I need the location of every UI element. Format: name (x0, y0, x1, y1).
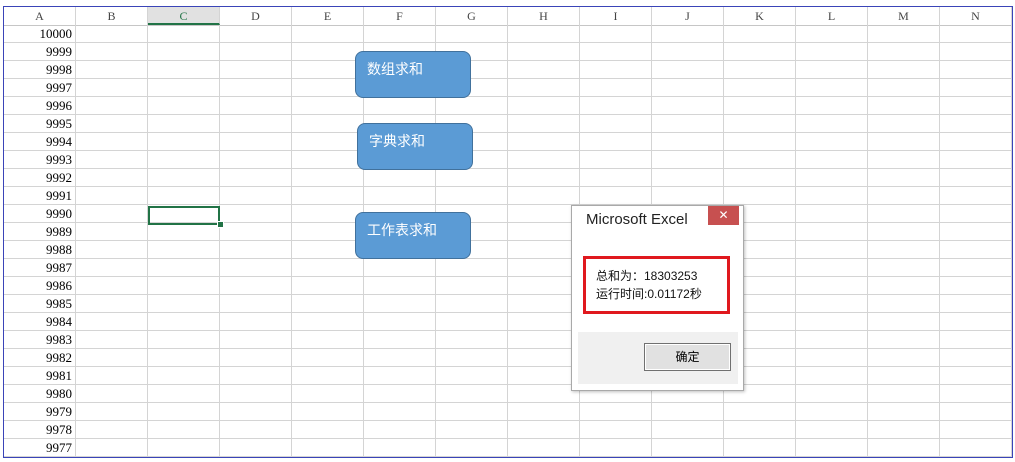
column-header-a[interactable]: A (4, 7, 76, 25)
cell-a-value[interactable]: 9996 (46, 98, 72, 113)
row-gridline (4, 132, 1012, 133)
column-gridline (291, 25, 292, 457)
row-gridline (4, 258, 1012, 259)
cell-a-value[interactable]: 9998 (46, 62, 72, 77)
cell-a-value[interactable]: 9977 (46, 440, 72, 455)
column-header-m[interactable]: M (868, 7, 940, 25)
row-gridline (4, 384, 1012, 385)
row-gridline (4, 420, 1012, 421)
column-header-k[interactable]: K (724, 7, 796, 25)
run-time-text: 运行时间:0.01172秒 (596, 287, 702, 301)
column-header-n[interactable]: N (940, 7, 1012, 25)
column-header-row (4, 7, 1012, 26)
row-gridline (4, 276, 1012, 277)
column-gridline (219, 25, 220, 457)
cell-a-value[interactable]: 9979 (46, 404, 72, 419)
column-header-h[interactable]: H (508, 7, 580, 25)
row-gridline (4, 150, 1012, 151)
column-header-l[interactable]: L (796, 7, 868, 25)
column-gridline (939, 25, 940, 457)
fill-handle[interactable] (217, 221, 224, 228)
row-gridline (4, 312, 1012, 313)
row-gridline (4, 438, 1012, 439)
column-gridline (1011, 25, 1012, 457)
column-header-g[interactable]: G (436, 7, 508, 25)
message-box: Microsoft Excel ✕ 总和为：18303253 运行时间:0.01… (571, 205, 744, 391)
cell-a-value[interactable]: 9980 (46, 386, 72, 401)
cell-a-value[interactable]: 9994 (46, 134, 72, 149)
row-gridline (4, 348, 1012, 349)
column-header-d[interactable]: D (220, 7, 292, 25)
row-gridline (4, 456, 1012, 457)
array-sum-button[interactable]: 数组求和 (355, 51, 471, 98)
cell-a-value[interactable]: 9978 (46, 422, 72, 437)
column-gridline (147, 25, 148, 457)
cell-a-value[interactable]: 9986 (46, 278, 72, 293)
column-gridline (795, 25, 796, 457)
row-gridline (4, 366, 1012, 367)
cell-a-value[interactable]: 9984 (46, 314, 72, 329)
cell-a-value[interactable]: 9981 (46, 368, 72, 383)
column-gridline (507, 25, 508, 457)
ok-button[interactable]: 确定 (644, 343, 731, 371)
dialog-body: 总和为：18303253 运行时间:0.01172秒 (578, 236, 738, 330)
sum-result-text: 总和为：18303253 (596, 269, 698, 283)
cell-a-value[interactable]: 9983 (46, 332, 72, 347)
selected-cell[interactable] (148, 206, 220, 225)
cell-a-value[interactable]: 9991 (46, 188, 72, 203)
column-header-i[interactable]: I (580, 7, 652, 25)
row-gridline (4, 78, 1012, 79)
row-gridline (4, 60, 1012, 61)
column-header-b[interactable]: B (76, 7, 148, 25)
close-icon[interactable]: ✕ (708, 206, 739, 225)
row-gridline (4, 186, 1012, 187)
cell-a-value[interactable]: 9990 (46, 206, 72, 221)
column-header-j[interactable]: J (652, 7, 724, 25)
row-gridline (4, 42, 1012, 43)
cell-a-value[interactable]: 9995 (46, 116, 72, 131)
cell-a-value[interactable]: 9999 (46, 44, 72, 59)
cell-a-value[interactable]: 9997 (46, 80, 72, 95)
row-gridline (4, 204, 1012, 205)
cell-a-value[interactable]: 10000 (39, 26, 73, 41)
sheet-sum-button[interactable]: 工作表求和 (355, 212, 471, 259)
cell-a-value[interactable]: 9992 (46, 170, 72, 185)
row-gridline (4, 294, 1012, 295)
cell-a-value[interactable]: 9985 (46, 296, 72, 311)
column-gridline (867, 25, 868, 457)
column-gridline (75, 25, 76, 457)
dialog-footer: 确定 (578, 332, 738, 384)
row-gridline (4, 114, 1012, 115)
cell-a-value[interactable]: 9987 (46, 260, 72, 275)
cell-a-value[interactable]: 9988 (46, 242, 72, 257)
row-gridline (4, 96, 1012, 97)
row-gridline (4, 240, 1012, 241)
row-gridline (4, 330, 1012, 331)
row-gridline (4, 222, 1012, 223)
dialog-title: Microsoft Excel (586, 211, 688, 228)
row-gridline (4, 402, 1012, 403)
row-gridline (4, 168, 1012, 169)
dict-sum-button[interactable]: 字典求和 (357, 123, 473, 170)
cell-a-value[interactable]: 9993 (46, 152, 72, 167)
column-header-f[interactable]: F (364, 7, 436, 25)
column-header-e[interactable]: E (292, 7, 364, 25)
message-highlight: 总和为：18303253 运行时间:0.01172秒 (583, 256, 730, 314)
cell-a-value[interactable]: 9982 (46, 350, 72, 365)
cell-a-value[interactable]: 9989 (46, 224, 72, 239)
column-header-c[interactable]: C (148, 7, 220, 25)
